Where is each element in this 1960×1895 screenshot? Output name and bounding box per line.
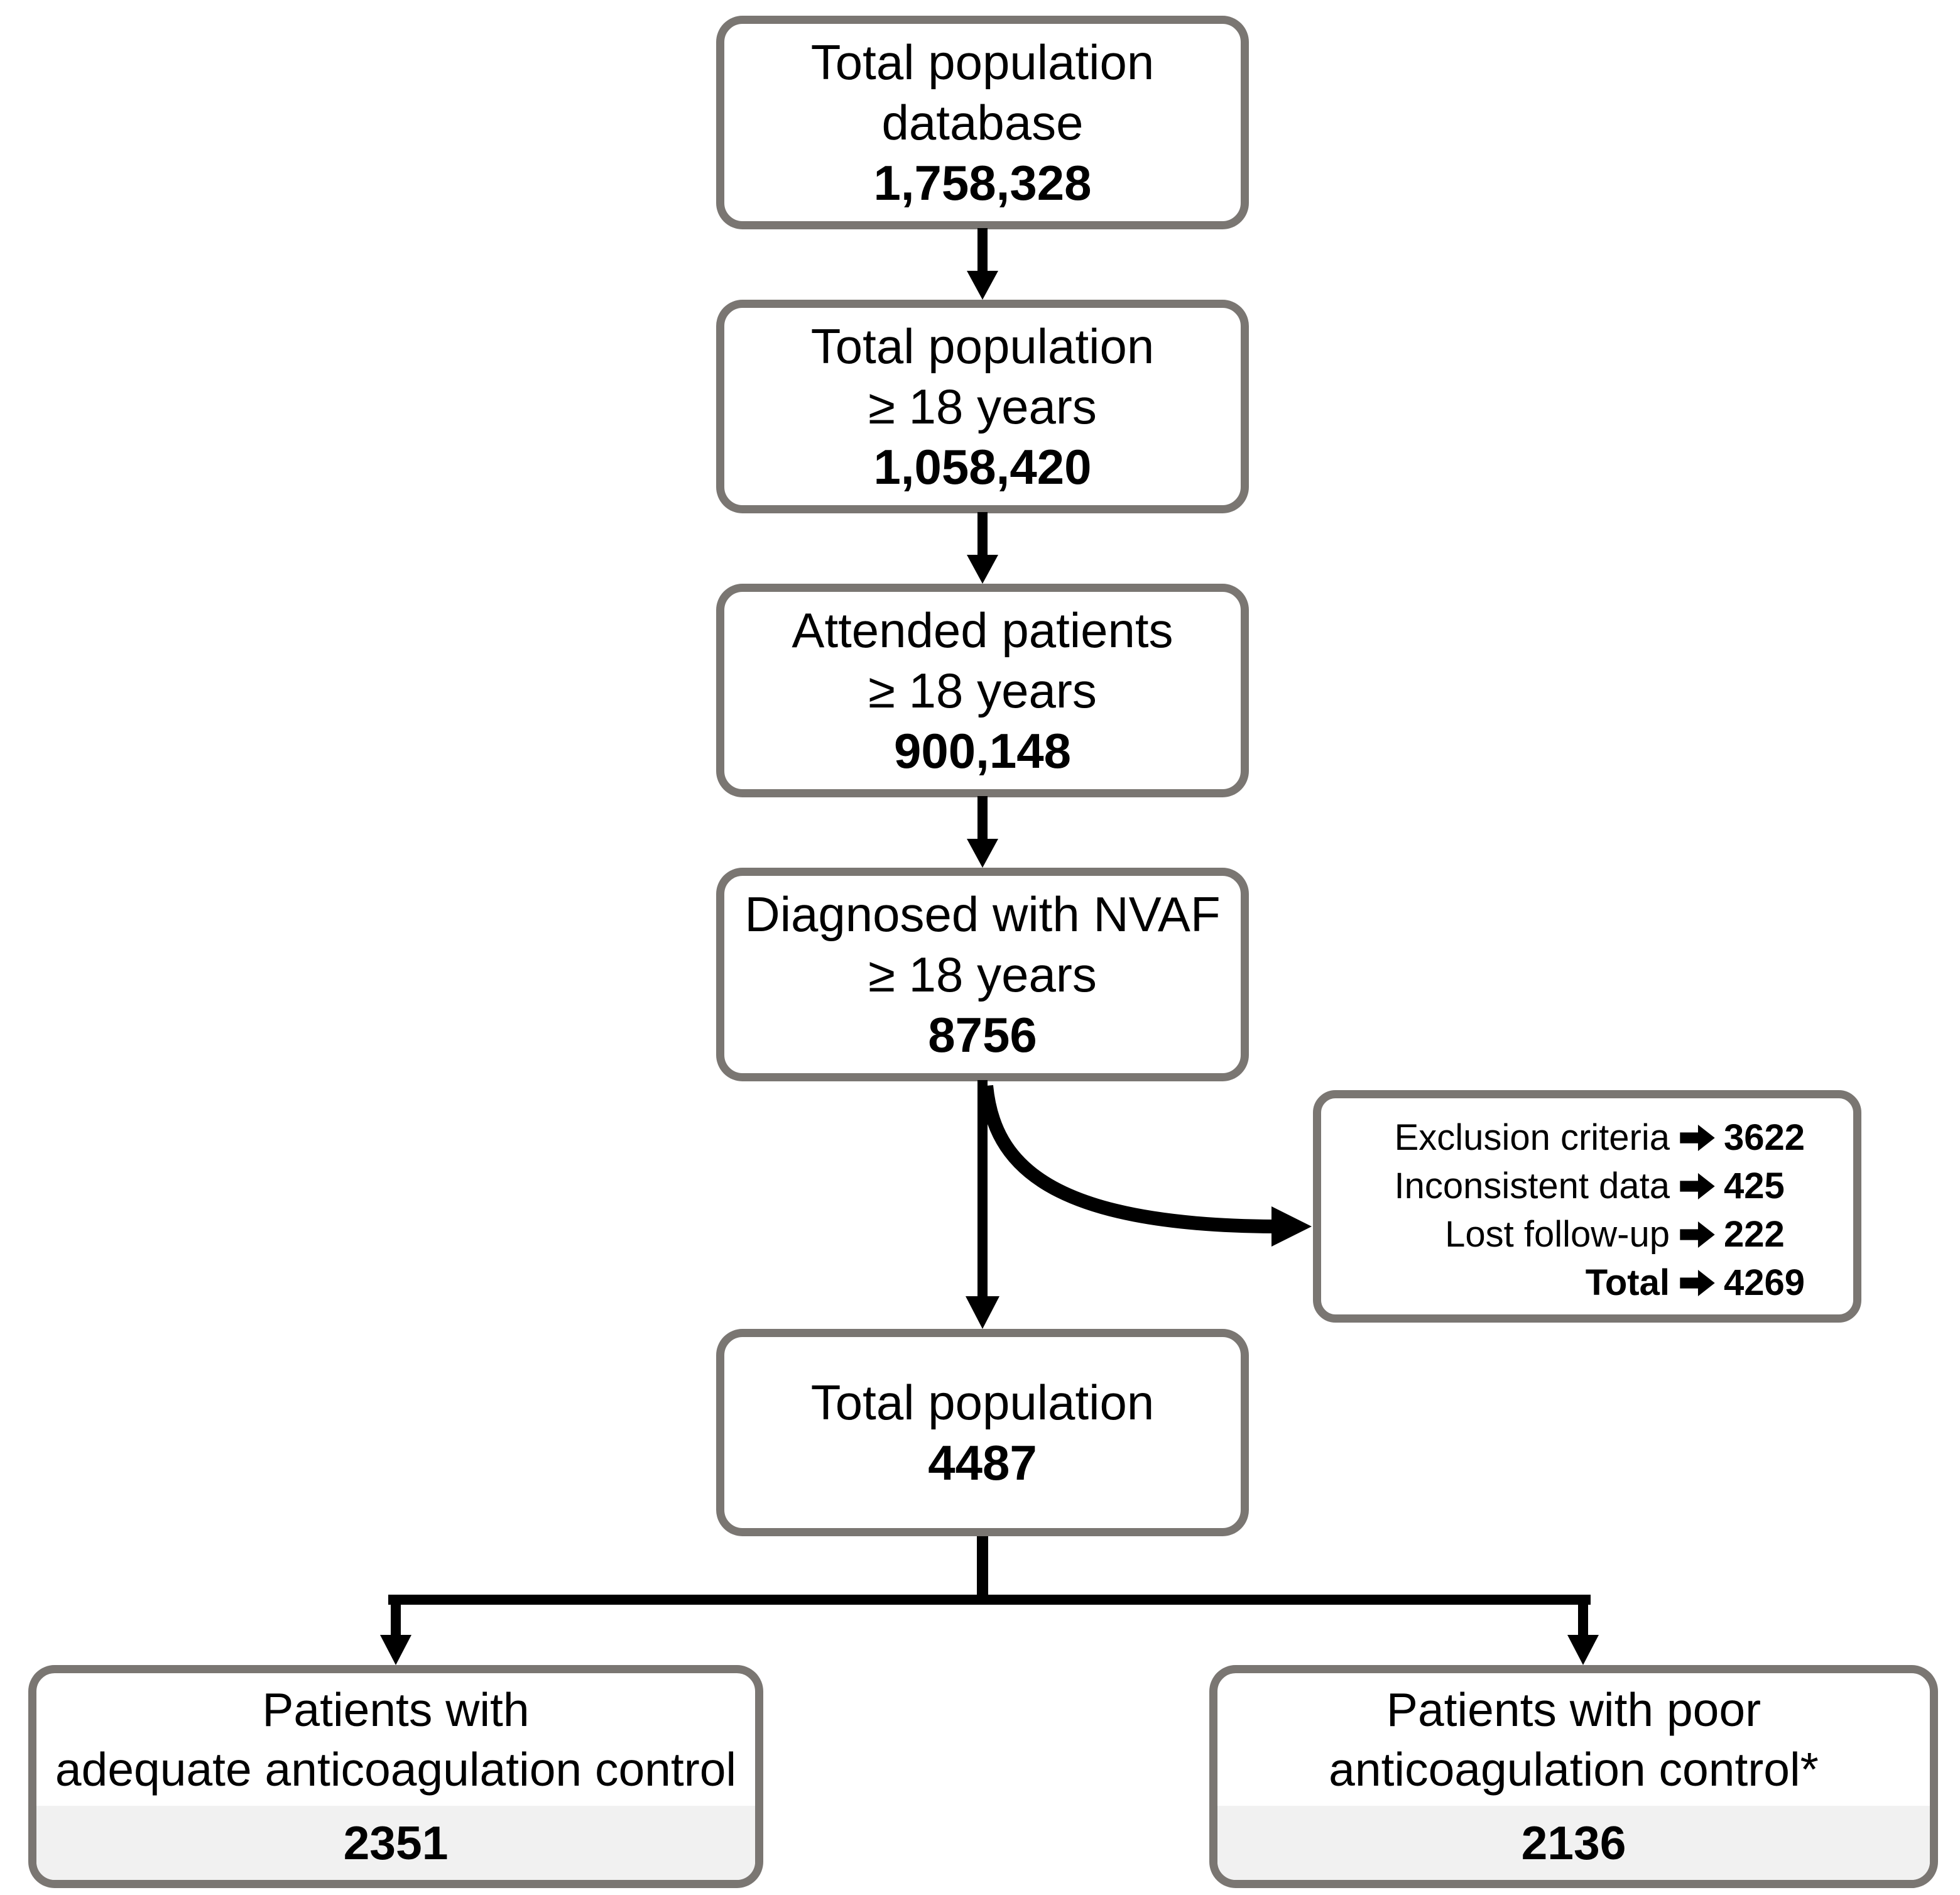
box-label-line: Patients with poor [1386,1683,1761,1736]
outcome-box-label: Patients with adequate anticoagulation c… [36,1673,755,1806]
exclusion-row: Exclusion criteria 3622 [1332,1113,1837,1162]
down-arrow [967,796,998,868]
flow-box-diagnosed-nvaf: Diagnosed with NVAF ≥ 18 years 8756 [716,868,1249,1081]
box-count: 1,058,420 [873,439,1092,494]
exclusion-row-label: Exclusion criteria [1394,1117,1670,1158]
flow-box-total-population-database: Total population database 1,758,328 [716,16,1249,229]
box-label-line: Attended patients [792,603,1173,658]
down-arrow-long [966,1080,999,1329]
exclusion-row-label: Total [1585,1262,1670,1303]
flow-box-attended-patients: Attended patients ≥ 18 years 900,148 [716,584,1249,797]
outcome-box-count-band: 2136 [1217,1806,1930,1880]
box-count: 1,758,328 [873,155,1092,210]
right-arrow-icon [1680,1172,1715,1199]
box-label-line: Diagnosed with NVAF [744,887,1221,942]
branch-connector [380,1536,1599,1665]
box-label-line: Total population [810,319,1155,374]
exclusion-row-label: Lost follow-up [1445,1214,1670,1255]
right-arrow-icon [1680,1221,1715,1248]
exclusion-row-label: Inconsistent data [1394,1166,1670,1206]
outcome-box-poor-control: Patients with poor anticoagulation contr… [1209,1665,1938,1888]
right-arrow-icon [1680,1124,1715,1151]
exclusion-row: Inconsistent data 425 [1332,1162,1837,1210]
exclusion-row-count: 3622 [1724,1117,1805,1158]
box-count: 2136 [1521,1816,1626,1869]
right-arrow-icon [1680,1269,1715,1296]
exclusion-row-count: 222 [1724,1214,1785,1255]
exclusion-criteria-box: Exclusion criteria 3622 Inconsistent dat… [1313,1090,1861,1323]
down-arrow [967,228,998,300]
box-label-line: Total population [810,35,1155,90]
box-label-line: ≥ 18 years [868,947,1097,1002]
outcome-box-label: Patients with poor anticoagulation contr… [1217,1673,1930,1806]
exclusion-row-count: 425 [1724,1166,1785,1206]
box-label-line: database [881,95,1084,150]
flow-box-total-population-final: Total population 4487 [716,1329,1249,1536]
exclusion-row-total: Total 4269 [1332,1259,1837,1307]
box-label-line: ≥ 18 years [868,379,1097,434]
exclusion-row-count: 4269 [1724,1262,1805,1303]
box-label-line: Patients with [262,1683,530,1736]
box-count: 4487 [928,1435,1037,1490]
box-count: 2351 [343,1816,449,1869]
box-label-line: anticoagulation control* [1329,1742,1819,1796]
curved-arrow-to-exclusions [979,1084,1312,1247]
box-label-line: ≥ 18 years [868,663,1097,718]
box-count: 900,148 [894,723,1071,778]
outcome-box-count-band: 2351 [36,1806,755,1880]
box-count: 8756 [928,1007,1037,1062]
box-label-line: Total population [810,1375,1155,1430]
flow-box-total-population-18: Total population ≥ 18 years 1,058,420 [716,300,1249,513]
exclusion-row: Lost follow-up 222 [1332,1210,1837,1259]
down-arrow [967,512,998,584]
outcome-box-adequate-control: Patients with adequate anticoagulation c… [28,1665,763,1888]
box-label-line: adequate anticoagulation control [55,1742,737,1796]
